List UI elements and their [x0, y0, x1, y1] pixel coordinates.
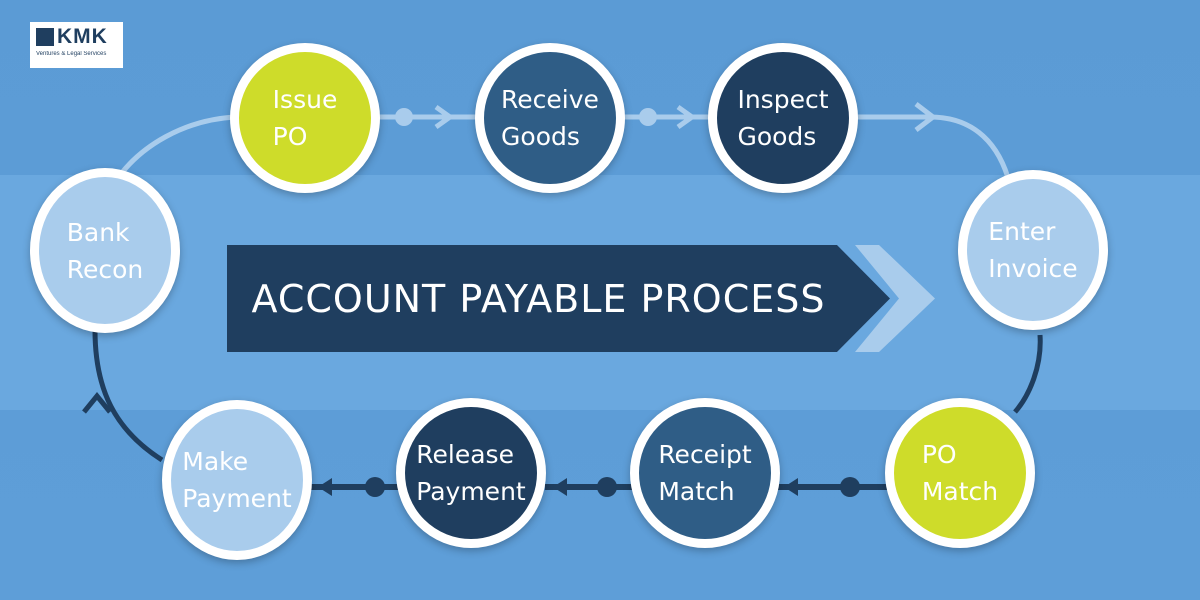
step-label: Enter — [988, 217, 1056, 246]
step-label: Issue — [272, 85, 338, 114]
step-label: Recon — [66, 254, 144, 284]
step-label: PO — [272, 122, 308, 151]
logo-tagline: Ventures & Legal Services — [36, 51, 107, 57]
diagram-title: ACCOUNT PAYABLE PROCESS — [251, 276, 826, 321]
step-label: Goods — [737, 122, 817, 151]
step-po-match: PO Match — [885, 398, 1035, 548]
step-label: Receive — [501, 85, 599, 114]
company-logo: KMK Ventures & Legal Services — [30, 22, 123, 68]
connector-bank-to-issue — [112, 114, 236, 184]
connector-dot — [840, 477, 860, 497]
arrow-head — [82, 392, 112, 414]
connector-dot — [395, 108, 413, 126]
step-label: PO — [921, 440, 957, 469]
step-label: Release — [416, 440, 514, 469]
arrow-head — [553, 478, 567, 496]
connector-dot — [639, 108, 657, 126]
step-label: Invoice — [988, 254, 1078, 283]
logo-square-icon — [36, 28, 54, 46]
title-banner: ACCOUNT PAYABLE PROCESS — [227, 245, 890, 352]
step-label: Match — [921, 477, 999, 506]
connector-dot — [597, 477, 617, 497]
connector-enter-to-po-match — [1013, 334, 1043, 414]
arrow-head — [434, 104, 455, 130]
arrow-head — [318, 478, 332, 496]
logo-text: KMK — [57, 25, 108, 48]
step-label: Match — [658, 477, 735, 506]
step-label: Payment — [182, 484, 292, 513]
step-label: Inspect — [737, 85, 829, 114]
connector-inspect-to-enter — [855, 114, 1013, 186]
step-label: Receipt — [658, 440, 752, 469]
arrow-head — [676, 104, 697, 130]
step-label: Make — [182, 447, 249, 476]
connector-dot — [365, 477, 385, 497]
arrow-head — [914, 102, 938, 132]
step-label: Payment — [416, 477, 526, 506]
step-label: Goods — [501, 122, 580, 151]
connector-make-to-bank — [92, 329, 164, 463]
arrow-head — [784, 478, 798, 496]
step-label: Bank — [66, 217, 130, 247]
